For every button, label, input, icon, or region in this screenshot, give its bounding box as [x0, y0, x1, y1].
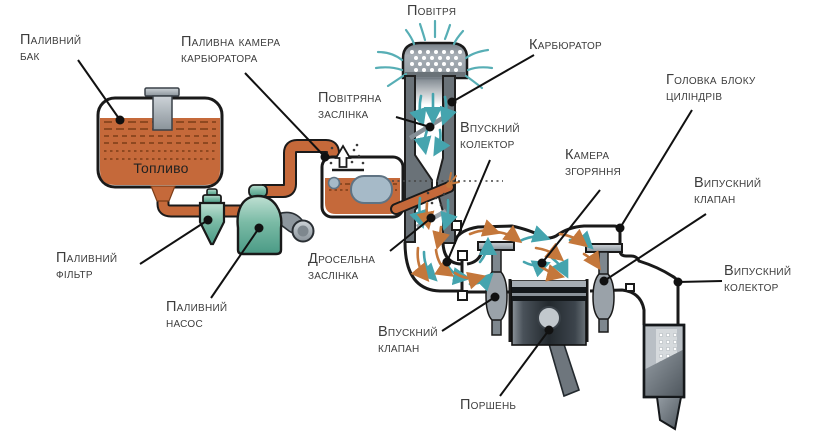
label-line: Дросельна: [308, 251, 376, 267]
exhaust-runner: [589, 283, 646, 325]
muffler: [642, 323, 686, 431]
air-filter: [401, 41, 469, 80]
needle-valve: [332, 144, 364, 172]
label-piston: Поршень: [460, 397, 517, 414]
label-cylinder-head: Головка блоку циліндрів: [666, 72, 756, 104]
label-line: колектор: [724, 278, 779, 295]
label-fuel-chamber: Паливна камера карбюратора: [181, 34, 281, 66]
label-line: насос: [166, 314, 203, 331]
label-line: Впускний: [460, 120, 520, 136]
label-fuel-pump: Паливний насос: [166, 299, 228, 331]
fuel-tank: [96, 87, 224, 202]
tank-outlet: [150, 185, 176, 202]
label-air: Повітря: [407, 3, 457, 20]
pointer-dots: [115, 97, 683, 335]
fuel-filler-cap: [144, 87, 180, 131]
label-line: карбюратора: [181, 49, 258, 66]
fuel-droplets: [325, 143, 365, 165]
label-line: Карбюратор: [529, 37, 602, 53]
label-line: згоряння: [565, 162, 622, 179]
label-line: колектор: [460, 135, 515, 152]
mixture-arrows: [409, 92, 601, 292]
pointer-lines: [77, 54, 723, 397]
label-line: клапан: [694, 190, 736, 207]
label-fuel-filter: Паливний фільтр: [56, 250, 118, 282]
label-exhaust-valve: Випускний клапан: [694, 175, 762, 207]
label-line: Камера: [565, 147, 610, 163]
label-line: Паливний: [166, 299, 228, 315]
piston: [511, 280, 587, 346]
label-line: Паливний: [20, 32, 82, 48]
label-fuel-tank: Паливний бак: [20, 32, 82, 64]
label-line: циліндрів: [666, 87, 723, 104]
label-line: клапан: [378, 339, 420, 356]
label-line: Повітряна: [318, 90, 382, 106]
float-chamber: [320, 143, 405, 219]
label-line: Паливна камера: [181, 34, 281, 50]
cylinder-walls: [508, 279, 589, 342]
label-line: Випускний: [694, 175, 762, 191]
tailpipe: [655, 396, 683, 431]
label-throttle: Дросельна заслінка: [308, 251, 376, 283]
label-line: Повітря: [407, 3, 457, 19]
label-combustion-chamber: Камера згоряння: [565, 147, 622, 179]
air-filter-perforations: [410, 50, 462, 72]
label-line: Паливний: [56, 250, 118, 266]
fuel-nozzle: [390, 172, 460, 215]
exhaust-valve: [585, 243, 623, 333]
label-line: заслінка: [308, 266, 359, 283]
label-exhaust-manifold: Випускний колектор: [724, 263, 792, 295]
label-fuel-in-tank: Топливо: [125, 160, 197, 177]
label-line: Впускний: [378, 324, 438, 340]
float: [350, 175, 393, 204]
label-line: Головка блоку: [666, 72, 756, 88]
label-line: Випускний: [724, 263, 792, 279]
label-line: Топливо: [133, 160, 189, 176]
label-carburetor: Карбюратор: [529, 37, 602, 54]
label-line: фільтр: [56, 265, 93, 282]
fuel-filter: [198, 188, 226, 246]
label-line: бак: [20, 47, 40, 64]
label-line: Поршень: [460, 397, 517, 413]
label-intake-manifold: Впускний колектор: [460, 120, 520, 152]
label-intake-valve: Впускний клапан: [378, 324, 438, 356]
label-air-damper: Повітряна заслінка: [318, 90, 382, 122]
label-line: заслінка: [318, 105, 369, 122]
fuel-level-dashes: [104, 121, 216, 160]
